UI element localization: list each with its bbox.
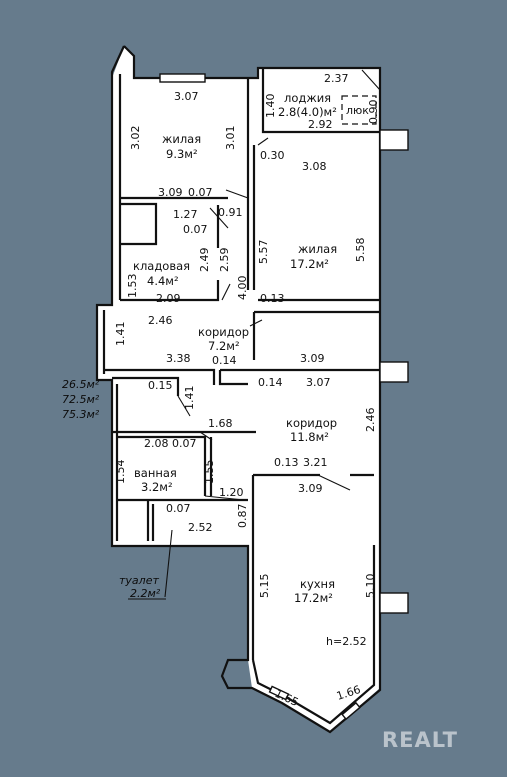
dim-label: 2.59 [218,248,231,273]
dim-label: 2.49 [198,248,211,273]
room-area-living1: 9.3м² [166,147,198,161]
dim-label: 1.53 [126,274,139,299]
window-right-living [379,129,409,151]
room-area-loggia: 2.8(4.0)м² [278,105,337,119]
room-name-bathroom: ванная [134,466,177,480]
dim-label: 0.07 [183,223,208,236]
total-area-with-loggia: 75.3м² [62,408,100,421]
dim-label: 0.07 [172,437,197,450]
total-area-living: 26.5м² [62,378,100,391]
toilet-callout: туалет 2.2м² [119,529,173,600]
loggia-hatch-label: люк [346,104,369,117]
dim-label: 1.20 [219,486,244,499]
dim-label: 2.92 [308,118,333,131]
dim-label: 3.01 [224,126,237,151]
dim-label: 0.15 [148,379,173,392]
room-name-living2: жилая [298,242,337,256]
dim-label: 0.13 [274,456,299,469]
dim-label: 3.08 [302,160,327,173]
room-name-living1: жилая [162,132,201,146]
window-bottom-kitchen-left [268,685,290,701]
room-name-kitchen: кухня [300,577,335,591]
dim-label: 3.07 [174,90,199,103]
dim-label: 3.07 [306,376,331,389]
dim-label: 1.54 [114,460,127,485]
dim-label: 2.08 [144,437,169,450]
dim-label: 3.21 [303,456,328,469]
outer-walls [95,45,382,734]
room-labels: жилая 9.3м² лоджия 2.8(4.0)м² люк жилая … [133,91,369,648]
dim-label: 2.37 [324,72,349,85]
room-area-kitchen: 17.2м² [294,591,333,605]
window-top-living [159,73,206,83]
room-name-loggia: лоджия [284,91,331,105]
dim-label: 0.07 [166,502,191,515]
room-area-toilet: 2.2м² [130,587,161,600]
total-area-general: 72.5м² [62,393,100,406]
room-name-corridor2: коридор [286,416,337,430]
ceiling-height: h=2.52 [326,635,367,648]
room-name-storage: кладовая [133,259,190,273]
dim-label: 2.46 [148,314,173,327]
dim-label: 0.13 [260,292,285,305]
total-areas: 26.5м² 72.5м² 75.3м² [62,378,100,421]
windows [159,73,409,721]
room-area-corridor2: 11.8м² [290,430,329,444]
dim-label: 0.30 [260,149,285,162]
dim-label: 1.68 [208,417,233,430]
dim-label: 3.09 [300,352,325,365]
dim-label: 0.14 [258,376,283,389]
dim-label: 2.46 [364,408,377,433]
window-right-kitchen [379,592,409,614]
dim-label: 2.09 [156,292,181,305]
dim-label: 5.57 [257,240,270,265]
window-right-corridor [379,361,409,383]
dim-label: 3.02 [129,126,142,151]
dim-label: 3.09 [158,186,183,199]
dim-label: 3.38 [166,352,191,365]
room-area-storage: 4.4м² [147,274,179,288]
room-area-corridor1: 7.2м² [208,339,240,353]
dim-label: 1.55 [203,460,216,485]
dim-label: 1.27 [173,208,198,221]
dim-label: 0.91 [218,206,243,219]
room-area-bathroom: 3.2м² [141,480,173,494]
room-name-corridor1: коридор [198,325,249,339]
dim-label: 2.52 [188,521,213,534]
dim-label: 5.58 [354,238,367,263]
dim-label: 1.41 [183,386,196,411]
dim-label: 4.00 [236,276,249,301]
room-area-living2: 17.2м² [290,257,329,271]
dim-label: 0.14 [212,354,237,367]
dim-label: 0.90 [367,100,380,125]
window-bottom-kitchen-right [341,701,361,721]
dim-label: 0.07 [188,186,213,199]
dim-label: 5.15 [258,574,271,599]
dim-label: 1.40 [264,94,277,119]
room-name-toilet: туалет [119,574,159,587]
interior-walls [104,68,381,660]
floor-area [97,46,380,732]
dim-label: 1.41 [114,322,127,347]
dim-label: 3.09 [298,482,323,495]
dim-label: 0.87 [236,504,249,529]
brand-logo: REALT [382,728,458,752]
dim-label: 5.10 [364,574,377,599]
